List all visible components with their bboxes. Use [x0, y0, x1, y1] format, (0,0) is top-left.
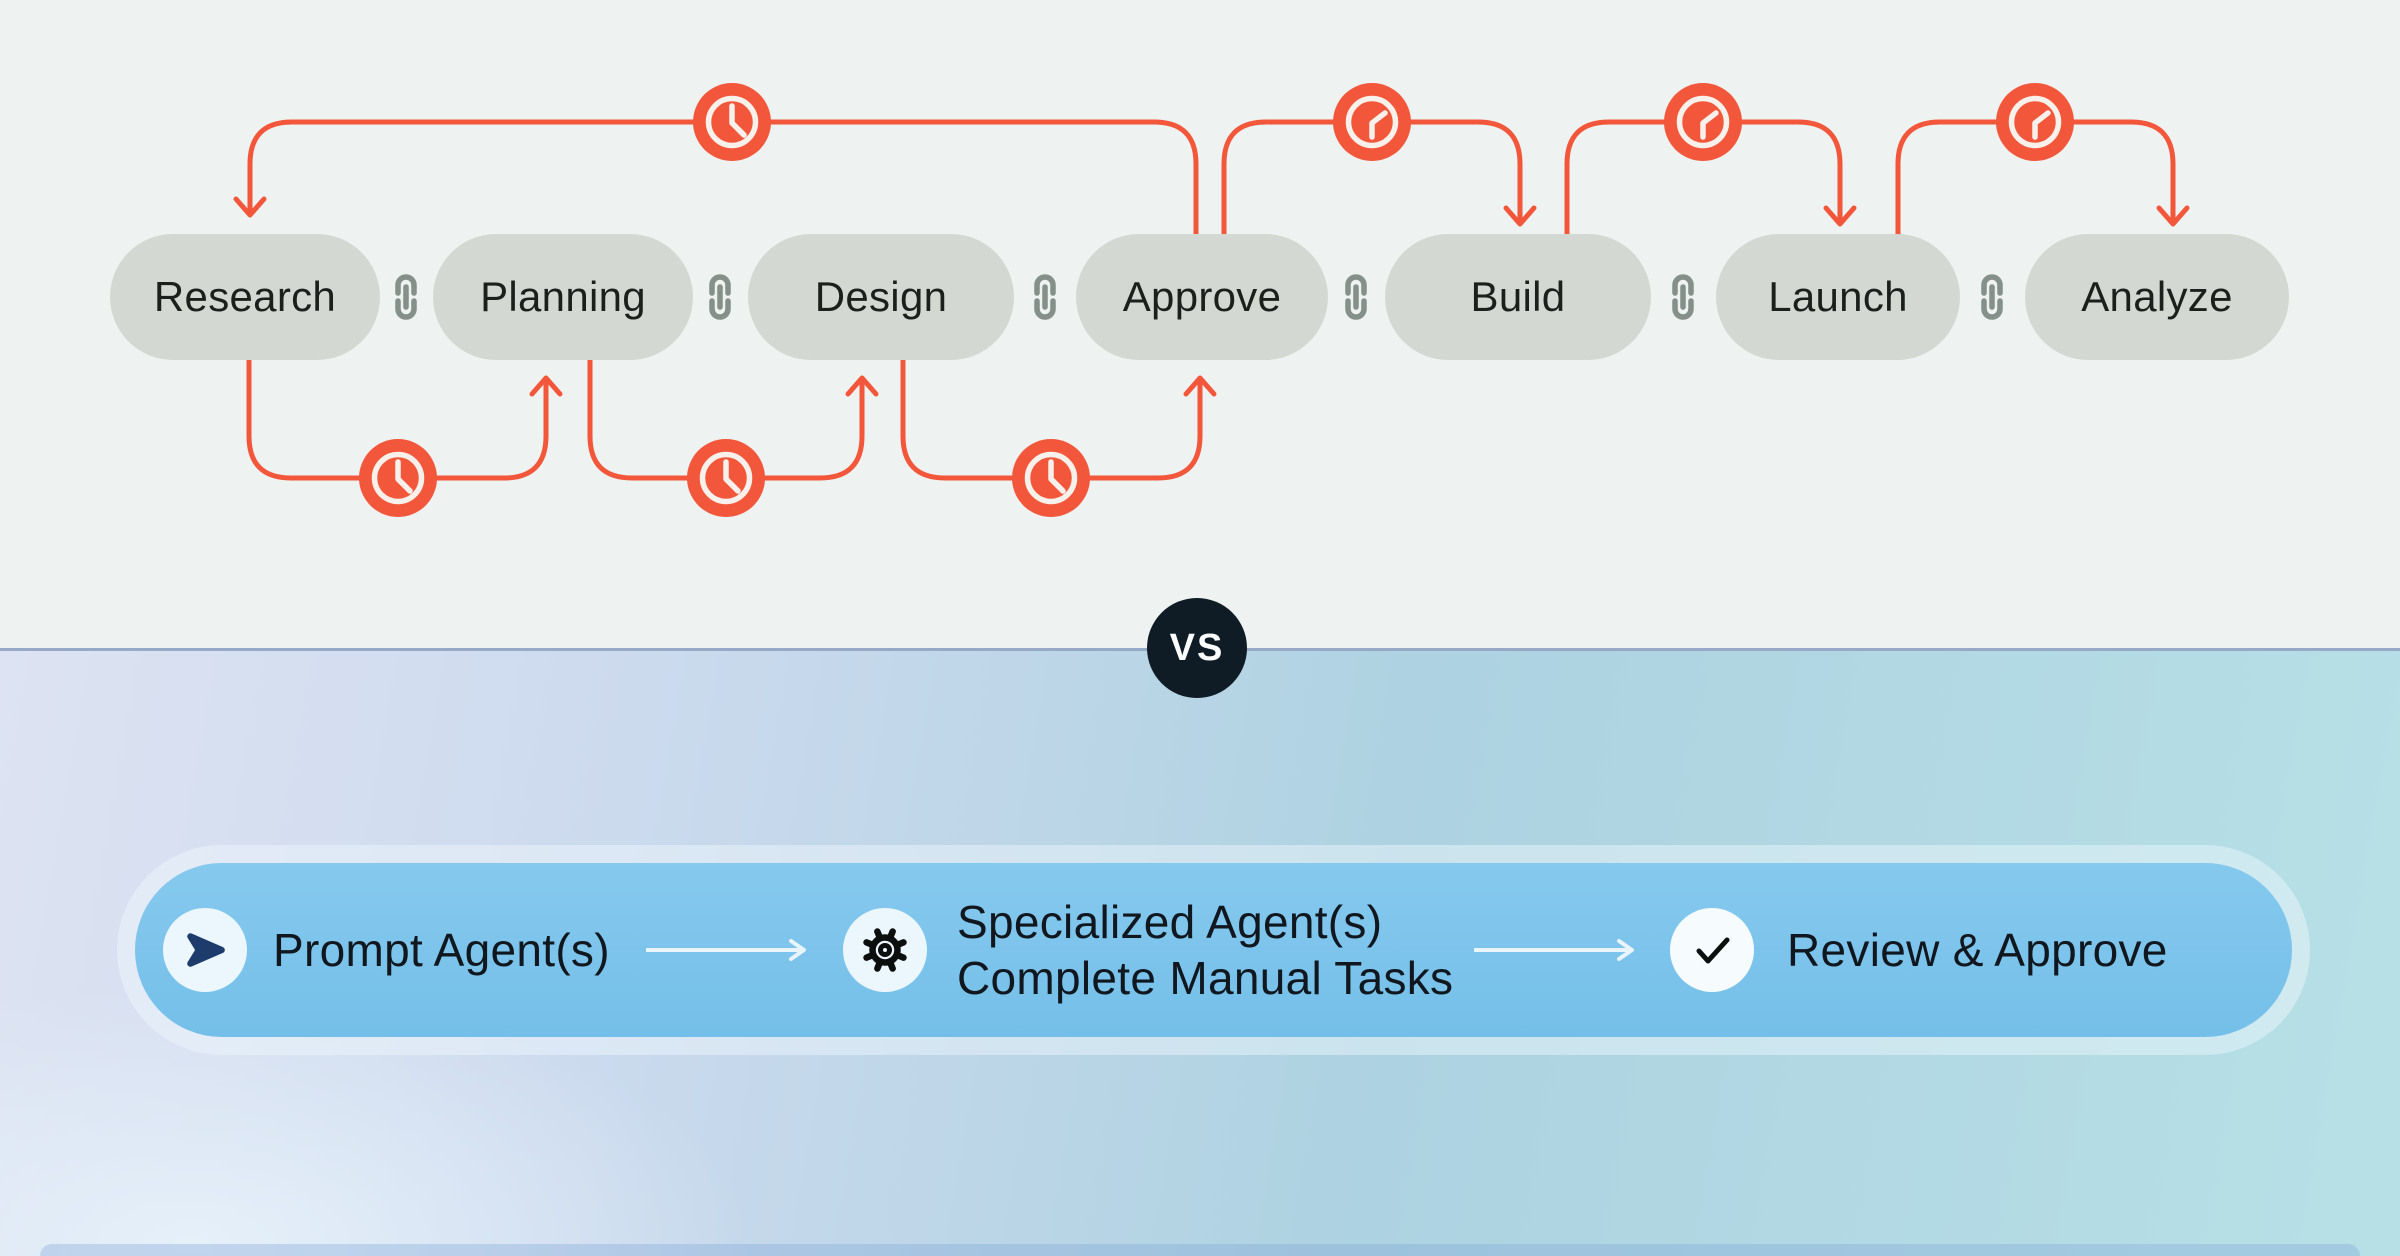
clock-icon-face [705, 95, 759, 149]
chain-link-icon [1345, 274, 1367, 320]
step-label: Planning [480, 273, 646, 320]
clock-icon-hands [723, 459, 741, 494]
clock-icon-face [1345, 95, 1399, 149]
clock-icon-face [2008, 95, 2062, 149]
clock-icon-hands [1048, 459, 1066, 494]
step-label: Launch [1768, 273, 1908, 320]
workflow-step-pill-design: Design [748, 234, 1014, 360]
specialized-icon-circle [843, 908, 927, 992]
step-label: Design [814, 273, 948, 320]
agent-flow-bar: Prompt Agent(s) Specialized Agent(s) Com… [135, 863, 2292, 1037]
review-approve-label: Review & Approve [1787, 924, 2168, 976]
step-label: Research [153, 273, 337, 320]
chain-link-icon [1981, 274, 2003, 320]
chain-link-icon [395, 274, 417, 320]
step-label: Build [1470, 273, 1566, 320]
clock-icon-hands [1369, 110, 1388, 140]
clock-icon-face [1024, 451, 1078, 505]
step-label: Analyze [2081, 273, 2233, 320]
step-label: Approve [1122, 273, 1282, 320]
traditional-workflow-section: Research Planning Design Approve Build L… [110, 83, 2289, 517]
flow-arrow-icon [646, 939, 806, 961]
workflow-step-pill-build: Build [1385, 234, 1651, 360]
workflow-step-pill-planning: Planning [433, 234, 693, 360]
send-icon [187, 933, 225, 967]
agent-workflow-section: Prompt Agent(s) Specialized Agent(s) Com… [0, 648, 2400, 1256]
workflow-step-pill-research: Research [110, 234, 380, 360]
flow-arrow-icon [1474, 939, 1634, 961]
vs-label: VS [1169, 626, 1225, 669]
specialized-agents-line2: Complete Manual Tasks [957, 952, 1454, 1004]
clock-icon-hands [395, 459, 413, 494]
clock-icon-hands [729, 103, 747, 138]
specialized-agents-label: Specialized Agent(s) Complete Manual Tas… [957, 863, 1453, 1037]
gear-icon [863, 928, 907, 972]
workflow-step-pill-approve: Approve [1076, 234, 1328, 360]
chain-link-icon [1034, 274, 1056, 320]
review-icon-circle [1670, 908, 1754, 992]
chain-link-icon [1672, 274, 1694, 320]
workflow-step-pill-analyze: Analyze [2025, 234, 2289, 360]
bottom-edge-strip [40, 1244, 2360, 1256]
chain-link-icon [709, 274, 731, 320]
prompt-agents-label: Prompt Agent(s) [273, 924, 610, 976]
clock-icon-face [1676, 95, 1730, 149]
vs-badge: VS [1147, 598, 1247, 698]
clock-icon-hands [1700, 110, 1719, 140]
specialized-agents-line1: Specialized Agent(s) [957, 896, 1383, 948]
clock-icon-face [699, 451, 753, 505]
workflow-arcs-canvas [233, 83, 2190, 517]
clock-icon-hands [2032, 110, 2051, 140]
check-icon [1696, 937, 1730, 964]
prompt-icon-circle [163, 908, 247, 992]
workflow-step-pill-launch: Launch [1716, 234, 1960, 360]
clock-icon-face [371, 451, 425, 505]
